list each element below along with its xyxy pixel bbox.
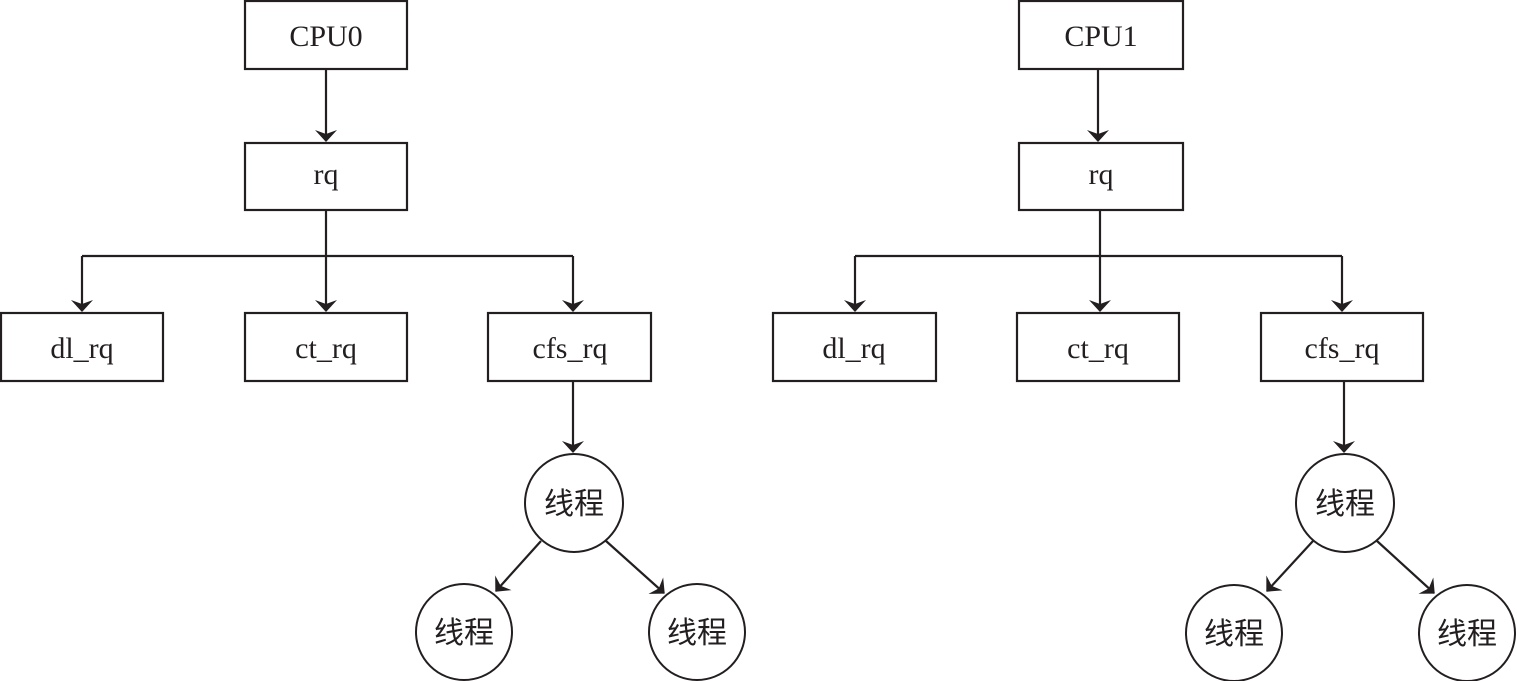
rq-label: rq — [1089, 158, 1114, 191]
ct-rq-label: ct_rq — [295, 332, 357, 365]
rq-label: rq — [314, 158, 339, 191]
thread-left-label: 线程 — [1204, 617, 1264, 652]
ct-rq-node: ct_rq — [1015, 311, 1181, 383]
ct-rq-node: ct_rq — [243, 311, 409, 383]
dl-rq-node: dl_rq — [0, 311, 165, 383]
thread-left-label: 线程 — [434, 616, 494, 651]
dl-rq-label: dl_rq — [50, 332, 113, 365]
edge-thread-to-left-child — [495, 540, 542, 592]
cpu-node: CPU0 — [243, 0, 409, 71]
dl-rq-node: dl_rq — [771, 311, 938, 383]
ct-rq-label: ct_rq — [1067, 332, 1129, 365]
cpu-node: CPU1 — [1017, 0, 1185, 71]
cpu-label: CPU1 — [1064, 20, 1137, 53]
edge-thread-to-right-child — [605, 540, 665, 594]
edge-thread-to-left-child — [1266, 540, 1314, 592]
cfs-rq-label: cfs_rq — [533, 332, 608, 365]
cpu-tree-1: CPU1 rq dl_rq ct_rq cfs_rq 线程 线程 线程 — [771, 0, 1516, 681]
cfs-rq-node: cfs_rq — [486, 311, 653, 383]
cfs-rq-label: cfs_rq — [1305, 332, 1380, 365]
thread-left-node: 线程 — [1185, 584, 1283, 681]
thread-root-node: 线程 — [524, 453, 624, 553]
rq-node: rq — [243, 141, 409, 212]
thread-root-node: 线程 — [1295, 453, 1395, 553]
cfs-rq-node: cfs_rq — [1259, 311, 1425, 383]
thread-right-label: 线程 — [667, 616, 727, 651]
edge-thread-to-right-child — [1376, 540, 1435, 594]
thread-left-node: 线程 — [415, 583, 513, 681]
thread-right-node: 线程 — [648, 583, 746, 681]
cpu-label: CPU0 — [289, 20, 362, 53]
cpu-tree-0: CPU0 rq dl_rq ct_rq cfs_rq 线程 线程 线程 — [0, 0, 746, 681]
thread-root-label: 线程 — [544, 487, 604, 522]
rq-node: rq — [1017, 141, 1185, 212]
thread-root-label: 线程 — [1315, 487, 1375, 522]
dl-rq-label: dl_rq — [822, 332, 885, 365]
thread-right-node: 线程 — [1418, 584, 1516, 681]
thread-right-label: 线程 — [1437, 617, 1497, 652]
